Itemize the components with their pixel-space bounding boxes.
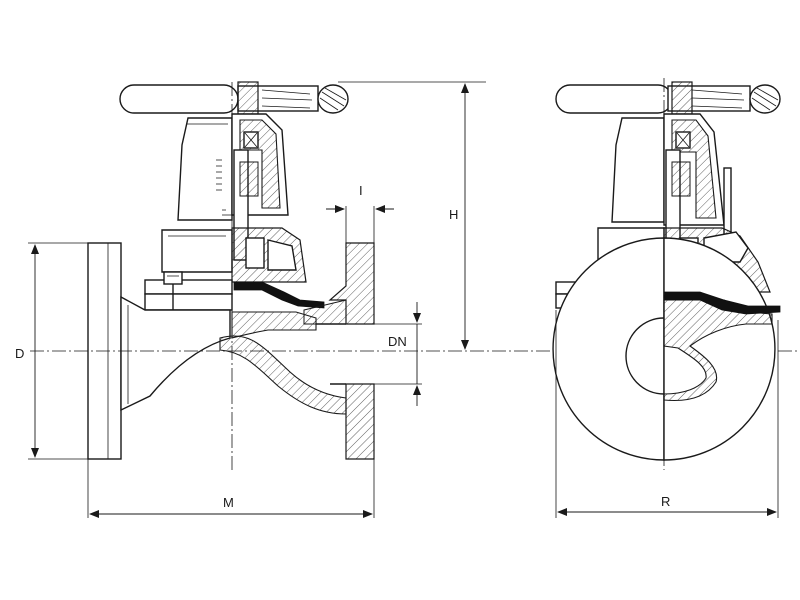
end-view (552, 78, 781, 470)
side-view (30, 81, 800, 470)
dim-m-label: M (223, 495, 234, 510)
valve-body-left (87, 242, 375, 460)
dim-dn-label: DN (388, 334, 407, 349)
dimensions: I H D DN M R (15, 81, 779, 518)
dim-h-label: H (449, 207, 458, 222)
dim-i-label: I (359, 183, 363, 198)
dim-d-label: D (15, 346, 24, 361)
dim-r-label: R (661, 494, 670, 509)
handwheel-left (119, 81, 349, 115)
valve-body-right (552, 237, 781, 461)
diaphragm-left (233, 281, 325, 309)
handwheel-right (555, 81, 781, 115)
bonnet-right (611, 113, 732, 261)
bonnet-left (177, 113, 289, 261)
